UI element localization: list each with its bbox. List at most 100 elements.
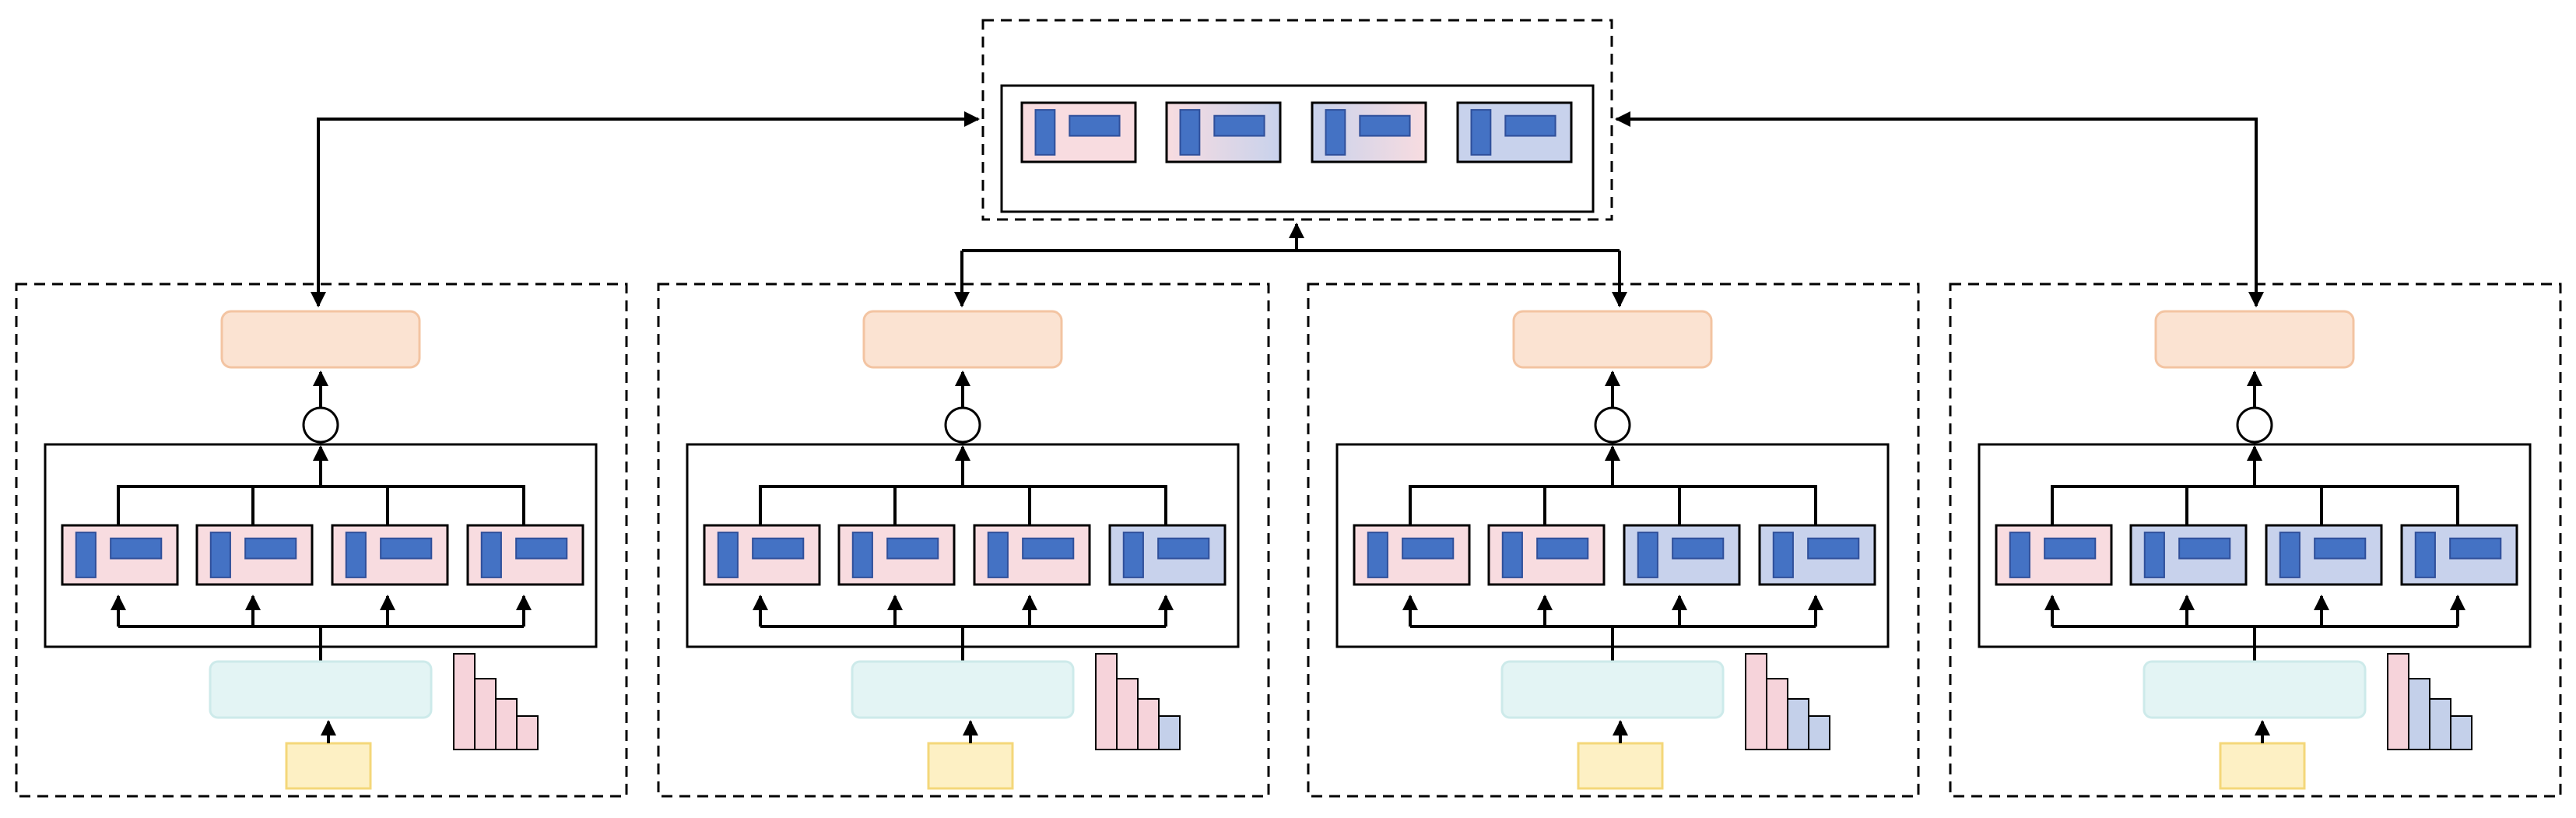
aggregator-circle (2236, 406, 2273, 444)
client-expert-card (331, 524, 449, 586)
expert-vertical-block (209, 532, 231, 578)
rescaler-box (2154, 310, 2355, 369)
histogram-bar (1095, 653, 1118, 750)
rescaler-box (220, 310, 421, 369)
expert-vertical-block (1470, 109, 1492, 156)
client-panel (1307, 283, 1920, 798)
router-box (209, 660, 433, 719)
router-box (851, 660, 1075, 719)
expert-output-bus (117, 485, 525, 525)
expert-vertical-block (2009, 532, 2030, 578)
input-box (285, 742, 372, 790)
expert-horizontal-block (1402, 537, 1455, 560)
expert-horizontal-block (2314, 537, 2367, 560)
expert-vertical-block (1367, 532, 1388, 578)
expert-vertical-block (1501, 532, 1523, 578)
server-expert-card (1020, 101, 1137, 163)
input-box (2219, 742, 2306, 790)
histogram-bar (1787, 698, 1809, 750)
histogram-bar (1137, 698, 1160, 750)
expert-vertical-block (851, 532, 873, 578)
expert-horizontal-block (752, 537, 805, 560)
expert-output-bus (759, 485, 1167, 525)
client-expert-card (195, 524, 314, 586)
expert-vertical-block (1637, 532, 1658, 578)
histogram-bar (1158, 715, 1181, 750)
router-box (1500, 660, 1725, 719)
expert-horizontal-block (515, 537, 568, 560)
server-expert-pool (1000, 84, 1595, 213)
router-box (2143, 660, 2367, 719)
aggregator-circle (302, 406, 339, 444)
rescaler-box (862, 310, 1063, 369)
histogram-bar (2450, 715, 2472, 750)
histogram-bar (2387, 653, 2409, 750)
expert-horizontal-block (1157, 537, 1210, 560)
expert-vertical-block (1179, 109, 1201, 156)
histogram-bar (2429, 698, 2451, 750)
expert-horizontal-block (2044, 537, 2097, 560)
expert-horizontal-block (2449, 537, 2502, 560)
expert-vertical-block (1325, 109, 1346, 156)
input-box (927, 742, 1014, 790)
histogram-bar (2408, 678, 2430, 750)
expert-horizontal-block (2178, 537, 2231, 560)
expert-horizontal-block (1359, 114, 1411, 137)
expert-horizontal-block (1536, 537, 1589, 560)
expert-output-bus (1409, 485, 1817, 525)
client-expert-card (2129, 524, 2248, 586)
server-panel (981, 19, 1613, 221)
client-expert-card (1995, 524, 2113, 586)
client-expert-card (1623, 524, 1741, 586)
client-expert-card (61, 524, 179, 586)
client-expert-card (703, 524, 821, 586)
expert-horizontal-block (886, 537, 939, 560)
histogram-bar (1766, 678, 1788, 750)
client-expert-card (2265, 524, 2383, 586)
histogram-bar (495, 698, 518, 750)
client-expert-card (1487, 524, 1606, 586)
expert-vertical-block (2414, 532, 2436, 578)
expert-vertical-block (75, 532, 97, 578)
expert-vertical-block (345, 532, 367, 578)
server-expert-card (1311, 101, 1427, 163)
histogram-bar (1116, 678, 1139, 750)
client-expert-card (1108, 524, 1227, 586)
client-expert-card (2400, 524, 2518, 586)
link-server-client-4 (1615, 111, 2264, 307)
expert-vertical-block (1772, 532, 1794, 578)
histogram-bar (1808, 715, 1830, 750)
histogram-bar (1745, 653, 1767, 750)
expert-output-bus (2051, 485, 2459, 525)
expert-horizontal-block (1807, 537, 1860, 560)
expert-vertical-block (717, 532, 739, 578)
histogram-bar (453, 653, 476, 750)
expert-vertical-block (987, 532, 1009, 578)
histogram-bar (516, 715, 539, 750)
expert-vertical-block (1034, 109, 1056, 156)
input-box (1577, 742, 1664, 790)
server-expert-card (1456, 101, 1573, 163)
expert-horizontal-block (380, 537, 433, 560)
expert-horizontal-block (1022, 537, 1075, 560)
expert-vertical-block (2279, 532, 2301, 578)
expert-vertical-block (480, 532, 502, 578)
link-server-client-1 (311, 111, 980, 307)
client-expert-card (466, 524, 584, 586)
expert-horizontal-block (1069, 114, 1121, 137)
aggregator-circle (1594, 406, 1631, 444)
expert-vertical-block (1122, 532, 1144, 578)
rescaler-box (1512, 310, 1713, 369)
expert-vertical-block (2143, 532, 2165, 578)
expert-horizontal-block (110, 537, 163, 560)
expert-horizontal-block (1213, 114, 1265, 137)
client-expert-card (837, 524, 956, 586)
aggregator-circle (944, 406, 981, 444)
client-expert-card (973, 524, 1091, 586)
client-expert-card (1353, 524, 1471, 586)
expert-horizontal-block (244, 537, 297, 560)
expert-horizontal-block (1672, 537, 1725, 560)
expert-horizontal-block (1504, 114, 1556, 137)
client-expert-card (1758, 524, 1876, 586)
